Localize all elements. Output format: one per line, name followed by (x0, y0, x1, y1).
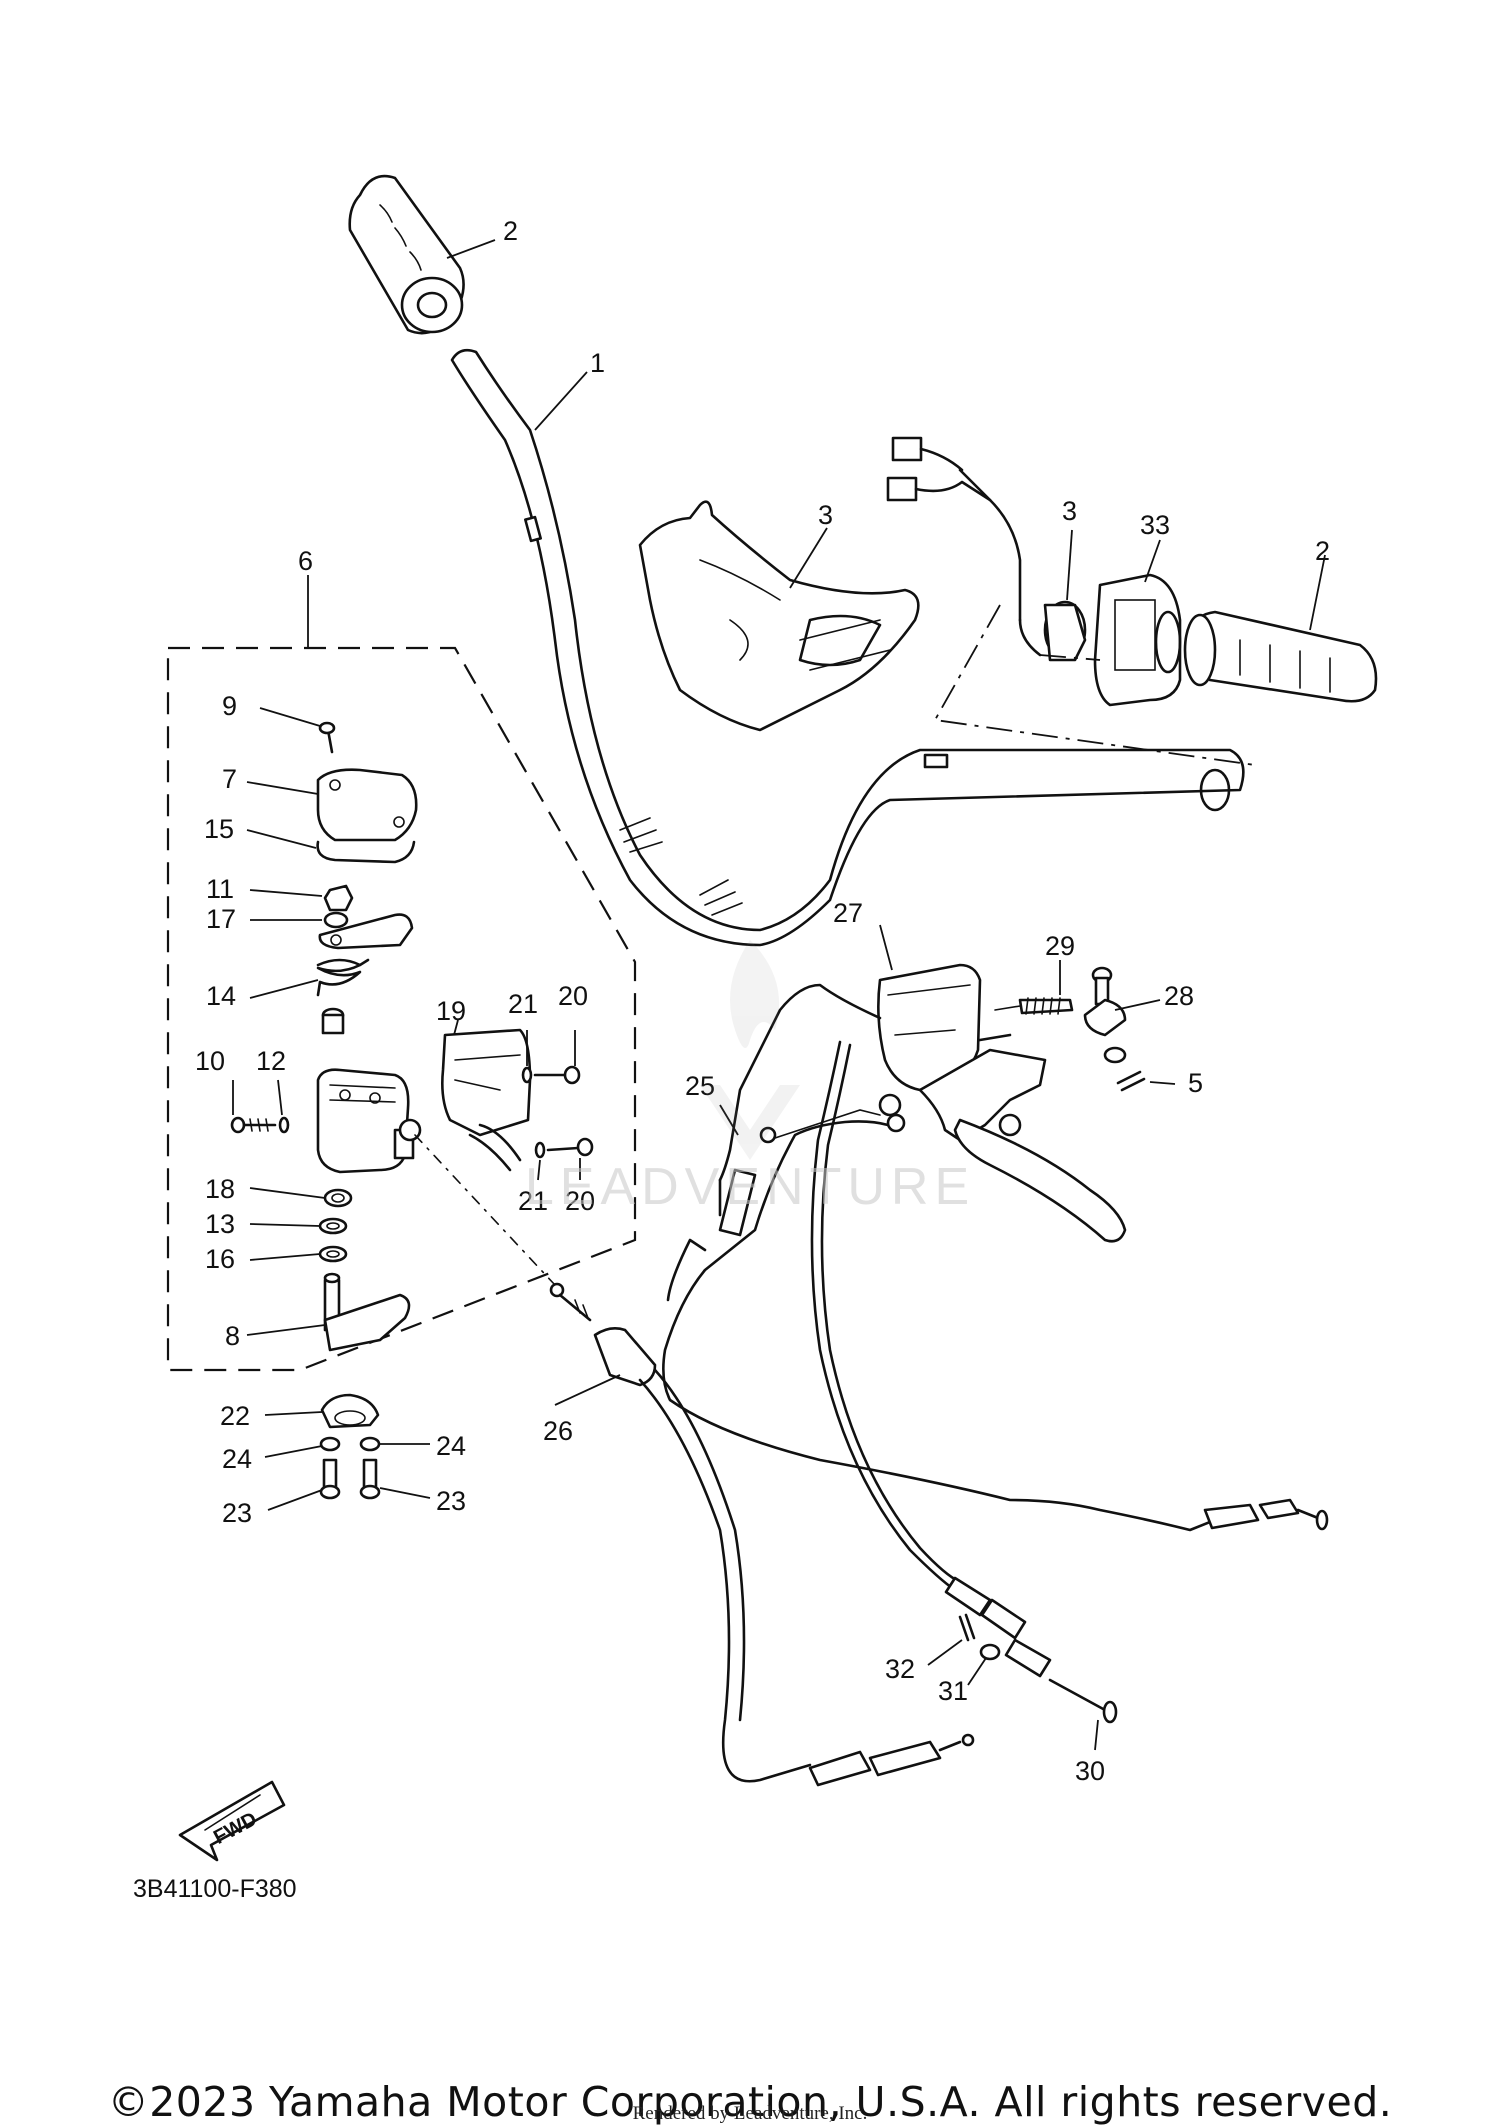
callout-23-right: 23 (436, 1486, 466, 1516)
washer-12 (278, 1116, 290, 1134)
callout-6: 6 (298, 546, 313, 576)
rear-brake-cable (810, 1040, 1052, 1678)
clamp-22 (320, 1393, 380, 1429)
callout-8: 8 (225, 1321, 240, 1351)
callout-2-left-grip: 2 (503, 216, 518, 246)
callout-26: 26 (543, 1416, 573, 1446)
cover-7 (316, 768, 418, 842)
throttle-case (316, 1068, 422, 1174)
callout-18: 18 (205, 1174, 235, 1204)
callout-10: 10 (195, 1046, 225, 1076)
switch-19 (441, 1028, 532, 1172)
throttle-cable-26 (414, 1134, 975, 1787)
fwd-arrow-icon: FWD (178, 1780, 286, 1862)
spring-29 (994, 997, 1074, 1015)
callout-7: 7 (222, 764, 237, 794)
pivot-bolt-28 (1083, 966, 1127, 1064)
callout-27: 27 (833, 898, 863, 928)
callout-22: 22 (220, 1401, 250, 1431)
callout-2-right-grip: 2 (1315, 536, 1330, 566)
callout-15: 15 (204, 814, 234, 844)
pin-32 (958, 1613, 976, 1642)
callout-9: 9 (222, 691, 237, 721)
callout-11: 11 (206, 874, 234, 904)
washer-24a (319, 1436, 341, 1452)
left-grip (348, 174, 465, 335)
callout-33: 33 (1140, 510, 1170, 540)
callout-5: 5 (1188, 1068, 1203, 1098)
washer-31 (979, 1643, 1001, 1661)
callout-20-bottom: 20 (565, 1186, 595, 1216)
washer-21b (534, 1141, 546, 1159)
pin-30 (1048, 1678, 1118, 1724)
screw-9 (318, 721, 336, 754)
callout-24-right: 24 (436, 1431, 466, 1461)
callout-17: 17 (206, 904, 236, 934)
bolt-23b (359, 1458, 381, 1500)
spring-14 (316, 958, 370, 997)
copyright-notice: ©2023 Yamaha Motor Corporation, U.S.A. A… (107, 2078, 1393, 2126)
callout-4-cover: 3 (818, 500, 833, 530)
brake-master-cylinder-27 (877, 963, 1127, 1243)
callout-16: 16 (205, 1244, 235, 1274)
brake-cable-25 (662, 983, 1329, 1532)
bushing (321, 1007, 345, 1035)
callout-28: 28 (1164, 981, 1194, 1011)
callout-20-top: 20 (558, 981, 588, 1011)
wire-connector (886, 436, 1042, 657)
callout-24-left: 24 (222, 1444, 252, 1474)
diagram-code: 3B41100-F380 (133, 1875, 297, 1903)
callout-31: 31 (938, 1676, 968, 1706)
lever-17 (318, 911, 414, 950)
throttle-housing (1043, 573, 1182, 707)
washer-21a (521, 1066, 533, 1084)
callout-14: 14 (206, 981, 236, 1011)
gasket-15 (316, 840, 416, 864)
callout-25: 25 (685, 1071, 715, 1101)
sub-assembly-outline (166, 646, 637, 1372)
thumb-lever-8 (323, 1272, 411, 1352)
handlebar (450, 348, 1245, 947)
washer-13 (318, 1217, 348, 1235)
callout-12: 12 (256, 1046, 286, 1076)
handlebar-cover (638, 500, 920, 732)
callout-13: 13 (205, 1209, 235, 1239)
callout-1-handlebar: 1 (590, 348, 605, 378)
washer-24b (359, 1436, 381, 1452)
washer-16 (318, 1245, 348, 1263)
screw-20b (546, 1137, 594, 1157)
callout-21-bottom: 21 (518, 1186, 548, 1216)
bolt-23a (319, 1458, 341, 1500)
callout-19: 19 (436, 996, 466, 1026)
screw-20a (533, 1065, 581, 1085)
callout-23-left: 23 (222, 1498, 252, 1528)
callout-30: 30 (1075, 1756, 1105, 1786)
callout-3: 3 (1062, 496, 1077, 526)
bolt-10 (230, 1116, 277, 1134)
callout-32: 32 (885, 1654, 915, 1684)
nut-11 (323, 884, 354, 912)
rendered-by-note: Rendered by Leadventure, Inc. (632, 2103, 868, 2124)
callout-21-top: 21 (508, 989, 538, 1019)
right-grip (1183, 610, 1378, 703)
cotter-pin-5 (1116, 1070, 1146, 1092)
seal-18 (323, 1188, 353, 1208)
callout-29: 29 (1045, 931, 1075, 961)
